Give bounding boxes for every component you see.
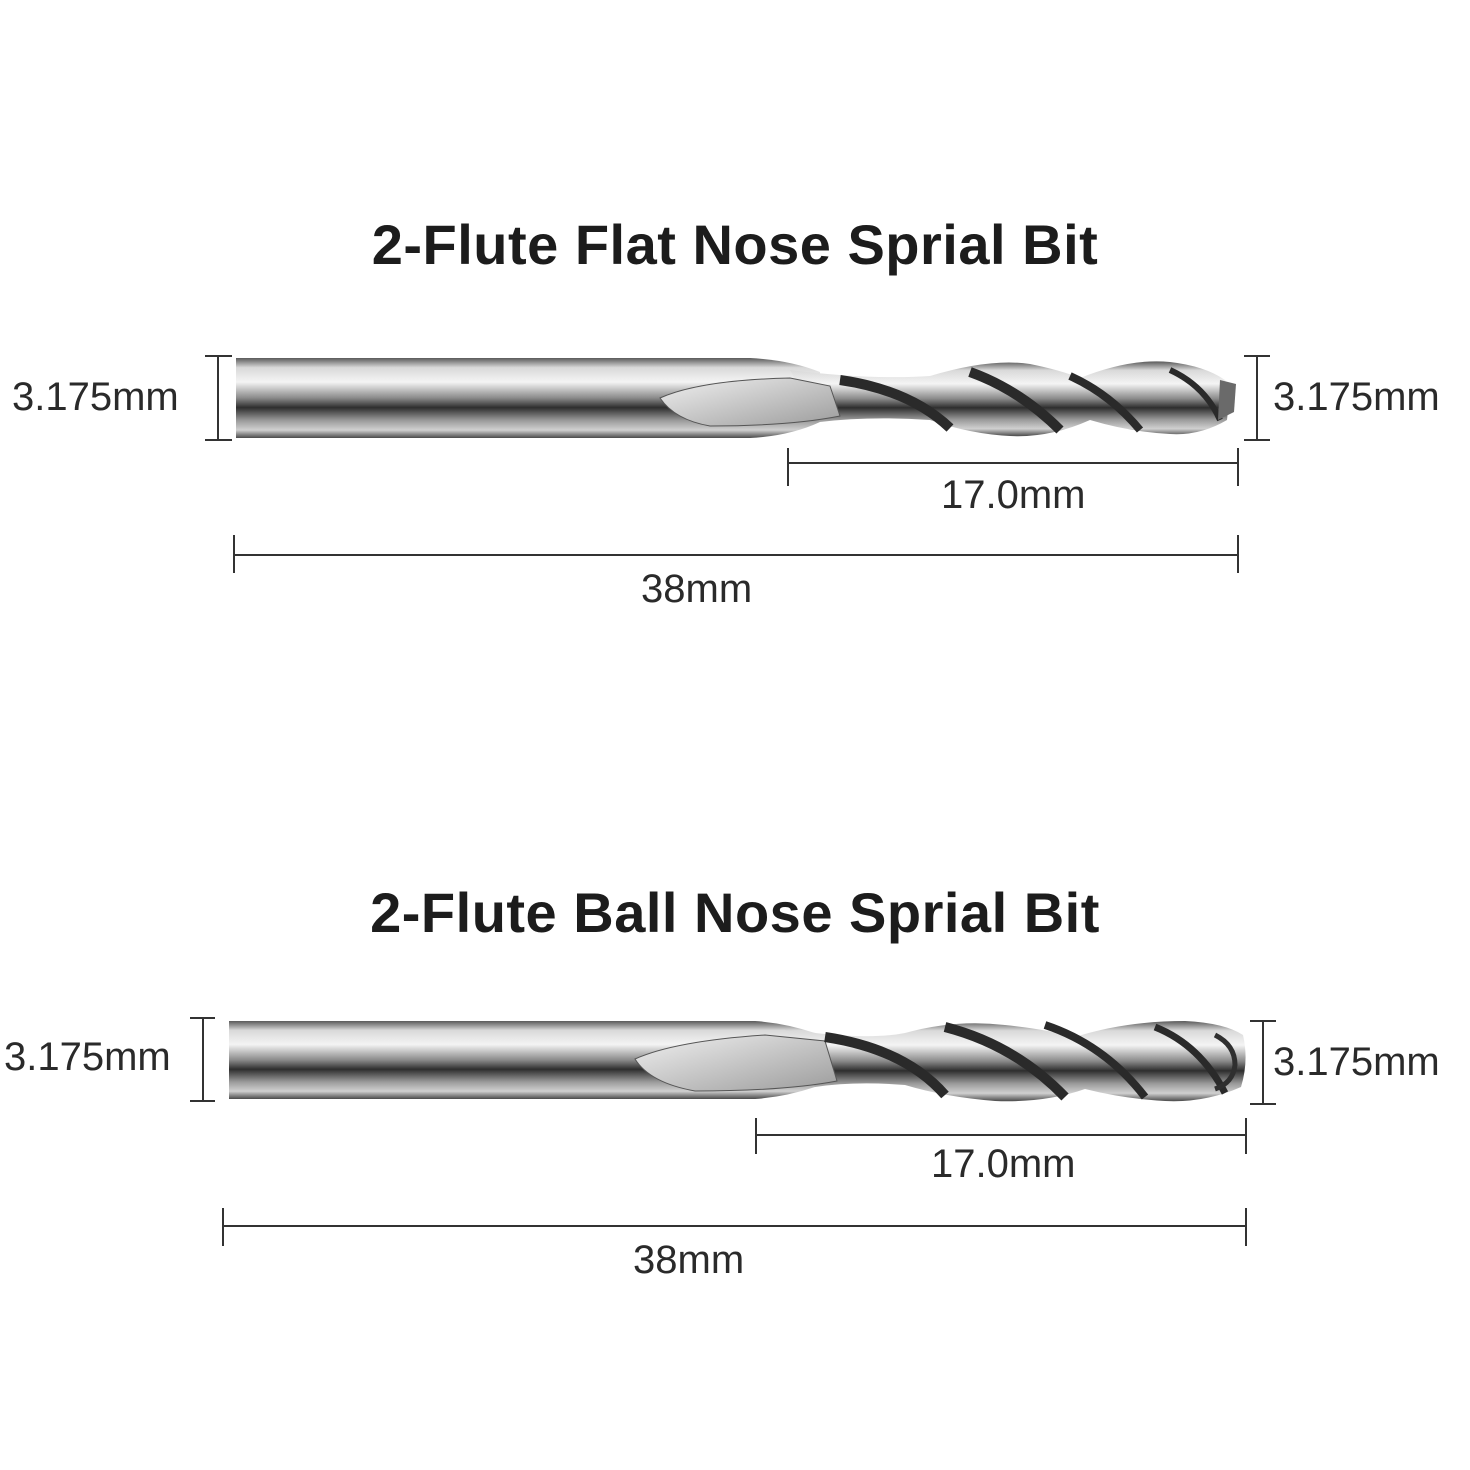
flat-overall-length-line xyxy=(233,535,1239,573)
ball-nose-title: 2-Flute Ball Nose Sprial Bit xyxy=(370,881,1100,944)
flat-flute-length-line xyxy=(787,448,1239,486)
flat-nose-title: 2-Flute Flat Nose Sprial Bit xyxy=(371,213,1099,276)
ball-cutting-diameter-label: 3.175mm xyxy=(1273,1040,1440,1084)
flat-flute-length-label: 17.0mm xyxy=(941,473,1086,517)
ball-shank-diameter-bracket xyxy=(190,1017,215,1102)
ball-overall-length-label: 38mm xyxy=(633,1238,745,1282)
flat-nose-bit-section: 2-Flute Flat Nose Sprial Bit xyxy=(12,213,1440,611)
ball-cutting-diameter-bracket xyxy=(1250,1020,1276,1105)
flat-shank-diameter-bracket xyxy=(205,355,232,441)
ball-overall-length-line xyxy=(222,1208,1247,1246)
flat-overall-length-label: 38mm xyxy=(641,567,753,611)
ball-nose-bit-image xyxy=(229,1021,1246,1102)
flat-cutting-diameter-bracket xyxy=(1244,355,1270,441)
ball-flute-length-line xyxy=(755,1118,1247,1154)
ball-flute-length-label: 17.0mm xyxy=(931,1142,1076,1186)
flat-nose-dimension-lines xyxy=(205,355,1270,573)
ball-nose-dimension-lines xyxy=(190,1017,1276,1246)
flat-cutting-diameter-label: 3.175mm xyxy=(1273,375,1440,419)
ball-nose-bit-section: 2-Flute Ball Nose Sprial Bit xyxy=(0,660,1470,1360)
ball-shank-diameter-label: 3.175mm xyxy=(4,1035,171,1079)
flat-nose-bit-image xyxy=(236,358,1236,438)
flat-shank-diameter-label: 3.175mm xyxy=(12,375,179,419)
